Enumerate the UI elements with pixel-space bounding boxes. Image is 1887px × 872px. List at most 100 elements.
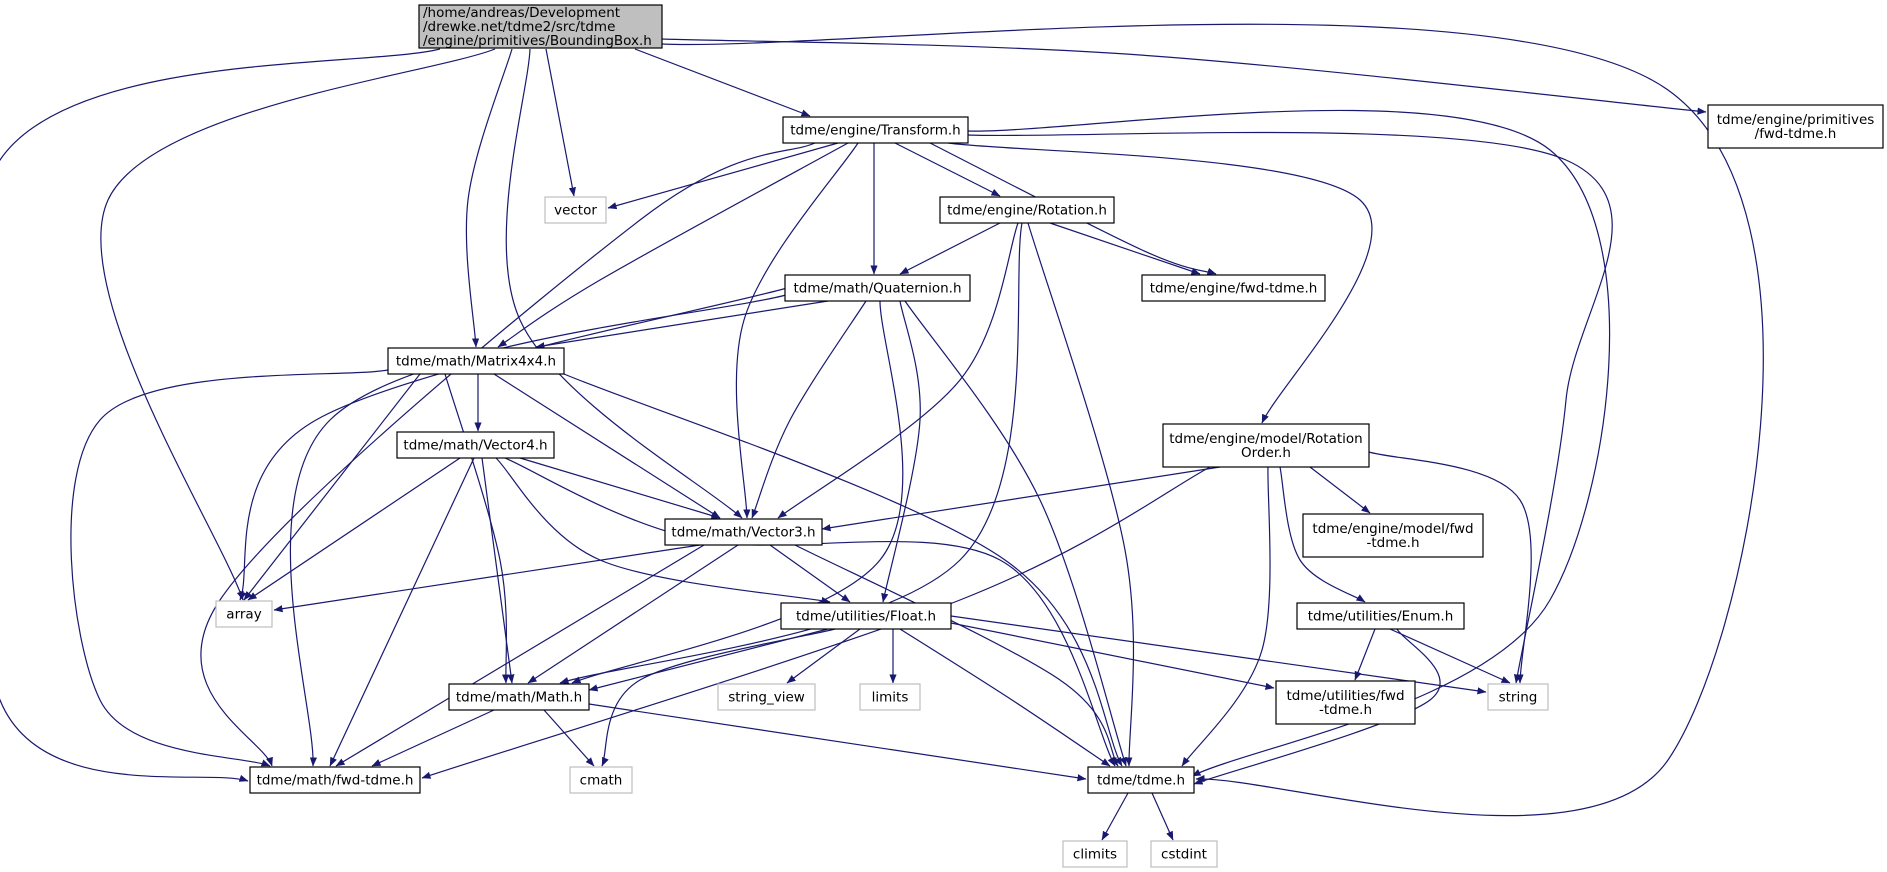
edge-rotation-to-engine_fwd: [1049, 222, 1201, 275]
edge-float-to-tdme: [899, 628, 1111, 767]
node-box: [1302, 513, 1484, 558]
edge-tdme-to-cstdint: [1151, 792, 1174, 841]
edge-quaternion-to-math: [571, 300, 904, 684]
node-enum[interactable]: tdme/utilities/Enum.h: [1296, 602, 1465, 630]
edge-rotorder-to-tdme: [1181, 466, 1271, 767]
node-vector4[interactable]: tdme/math/Vector4.h: [396, 431, 555, 459]
node-quaternion[interactable]: tdme/math/Quaternion.h: [784, 274, 971, 302]
edge-rotorder-to-string: [1368, 451, 1532, 684]
edge-matrix-to-tdme: [563, 373, 1123, 767]
edge-vector4-to-tdme: [504, 457, 1116, 767]
edge-vector4-to-math_fwd: [329, 457, 475, 767]
edge-quaternion-to-float: [881, 300, 921, 603]
edge-layer: [0, 23, 1764, 841]
node-label: tdme/engine/primitives: [1717, 112, 1875, 128]
edge-quaternion-to-matrix: [535, 300, 829, 350]
node-label: string: [1499, 690, 1538, 706]
edge-rotation-to-vector3: [777, 222, 1019, 519]
node-box: [782, 116, 969, 144]
node-vector: vector: [544, 196, 607, 224]
node-box: [569, 766, 633, 794]
edge-root-to-array: [100, 48, 496, 601]
node-label: tdme/engine/fwd-tdme.h: [1150, 281, 1318, 297]
node-box: [780, 602, 952, 630]
node-math[interactable]: tdme/math/Math.h: [448, 683, 590, 711]
edge-root-to-transform: [634, 48, 811, 117]
node-prim-fwd[interactable]: tdme/engine/primitives/fwd-tdme.h: [1707, 104, 1884, 149]
node-label: tdme/engine/model/Rotation: [1169, 431, 1363, 447]
edge-float-to-cmath: [601, 628, 836, 767]
node-label: /drewke.net/tdme2/src/tdme: [423, 19, 615, 35]
node-box: [717, 683, 816, 711]
edge-vector3-to-float: [769, 544, 851, 603]
node-box: [544, 196, 607, 224]
edge-quaternion-to-tdme: [904, 300, 1127, 767]
node-limits: limits: [859, 683, 921, 711]
node-transform[interactable]: tdme/engine/Transform.h: [782, 116, 969, 144]
node-root[interactable]: /home/andreas/Development/drewke.net/tdm…: [418, 4, 663, 49]
node-label: climits: [1073, 847, 1117, 863]
node-rotation[interactable]: tdme/engine/Rotation.h: [939, 196, 1115, 224]
edge-tdme-to-climits: [1101, 792, 1129, 841]
edge-root-to-tdme: [661, 23, 1764, 817]
edge-vector4-to-float: [495, 457, 831, 605]
edge-vector3-to-tdme: [794, 544, 1119, 767]
edge-transform-to-rotation: [894, 142, 1001, 197]
node-math-fwd[interactable]: tdme/math/fwd-tdme.h: [249, 766, 421, 794]
node-vector3[interactable]: tdme/math/Vector3.h: [664, 518, 823, 546]
node-util-fwd[interactable]: tdme/utilities/fwd-tdme.h: [1275, 680, 1416, 725]
node-label: tdme/tdme.h: [1097, 773, 1185, 789]
edge-root-to-matrix: [465, 48, 513, 348]
edge-quaternion-to-vector3: [751, 300, 867, 519]
node-box: [1087, 766, 1195, 794]
node-box: [215, 600, 273, 628]
node-tdme[interactable]: tdme/tdme.h: [1087, 766, 1195, 794]
node-cstdint: cstdint: [1150, 840, 1218, 868]
node-box: [1062, 840, 1128, 868]
edge-vector3-to-math: [527, 544, 739, 684]
node-box: [387, 347, 565, 375]
node-matrix[interactable]: tdme/math/Matrix4x4.h: [387, 347, 565, 375]
edge-float-to-util_fwd: [950, 622, 1275, 690]
node-label: tdme/engine/model/fwd: [1312, 521, 1473, 537]
edge-float-to-string_view: [786, 628, 861, 684]
node-label: Order.h: [1241, 445, 1291, 461]
edge-vector4-to-array: [247, 457, 461, 601]
node-label: limits: [872, 690, 909, 706]
node-label: tdme/engine/Transform.h: [790, 123, 960, 139]
node-box: [784, 274, 971, 302]
node-box: [1296, 602, 1465, 630]
edge-root-to-math_fwd: [0, 48, 441, 782]
edge-rotation-to-tdme: [1027, 222, 1135, 767]
edge-vector4-to-math: [481, 457, 515, 684]
edge-rotation-to-quaternion: [899, 222, 1001, 275]
node-float[interactable]: tdme/utilities/Float.h: [780, 602, 952, 630]
node-label: /home/andreas/Development: [423, 5, 620, 21]
node-label: -tdme.h: [1366, 535, 1419, 551]
node-label: -tdme.h: [1319, 702, 1372, 718]
edge-enum-to-util_fwd: [1354, 628, 1376, 681]
node-string: string: [1487, 683, 1549, 711]
node-model-fwd[interactable]: tdme/engine/model/fwd-tdme.h: [1302, 513, 1484, 558]
node-label: tdme/math/Matrix4x4.h: [396, 354, 556, 370]
node-label: tdme/math/Quaternion.h: [793, 281, 961, 297]
edge-matrix-to-math_fwd: [70, 369, 389, 767]
node-label: array: [226, 607, 261, 623]
node-label: cstdint: [1161, 847, 1207, 863]
node-label: string_view: [728, 690, 805, 706]
node-engine-fwd[interactable]: tdme/engine/fwd-tdme.h: [1141, 274, 1326, 302]
edge-quaternion-to-math_fwd: [289, 293, 791, 767]
edge-rotation-to-math: [559, 222, 1023, 684]
edge-enum-to-tdme: [1193, 628, 1441, 785]
edge-math-to-cmath: [543, 709, 595, 767]
node-box: [1487, 683, 1549, 711]
edge-float-to-string: [950, 615, 1487, 695]
edge-rotorder-to-model_fwd: [1309, 466, 1371, 514]
node-label: tdme/utilities/Enum.h: [1308, 609, 1454, 625]
node-label: tdme/math/Vector4.h: [403, 438, 547, 454]
edge-root-to-vector3: [505, 48, 743, 519]
node-label: tdme/utilities/Float.h: [796, 609, 936, 625]
node-label: tdme/math/Vector3.h: [671, 525, 815, 541]
node-box: [396, 431, 555, 459]
